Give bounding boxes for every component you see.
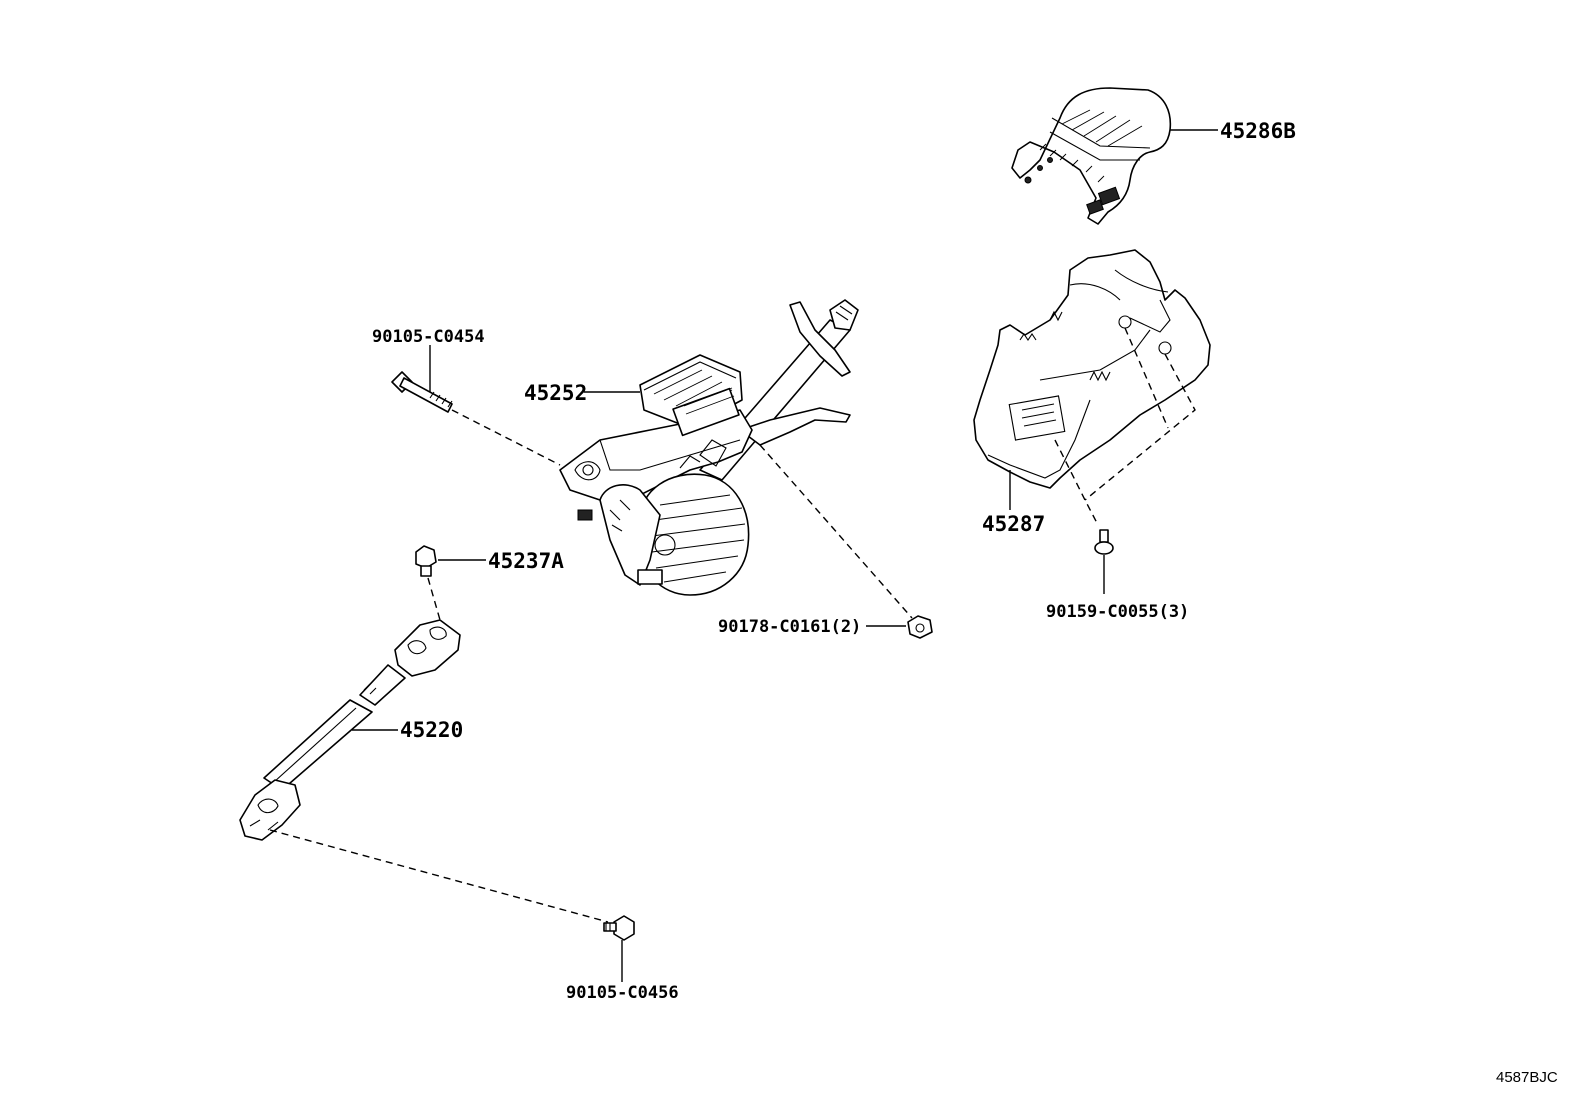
steering-column-drawing	[559, 299, 859, 596]
bolt-90105-C0456-drawing	[603, 915, 635, 941]
label-90105-C0456: 90105-C0456	[566, 983, 679, 1003]
label-45252: 45252	[524, 381, 587, 405]
nut-90178-C0161-drawing	[907, 615, 933, 639]
label-45220: 45220	[400, 718, 463, 742]
label-45237A: 45237A	[488, 549, 564, 573]
bolt-90105-C0454-drawing	[391, 371, 453, 413]
label-45286B: 45286B	[1220, 119, 1296, 143]
label-45287: 45287	[982, 512, 1045, 536]
label-90105-C0454: 90105-C0454	[372, 327, 485, 347]
screw-90159-C0055-drawing	[1094, 529, 1114, 555]
upper-column-cover-drawing	[1011, 87, 1172, 225]
label-90159-C0055: 90159-C0055(3)	[1046, 602, 1189, 622]
diagram-reference-code: 4587BJC	[1496, 1069, 1558, 1086]
intermediate-shaft-drawing	[239, 619, 461, 841]
bolt-45237A-drawing	[415, 545, 437, 577]
label-90178-C0161: 90178-C0161(2)	[718, 617, 861, 637]
lower-column-cover-drawing	[973, 249, 1211, 526]
